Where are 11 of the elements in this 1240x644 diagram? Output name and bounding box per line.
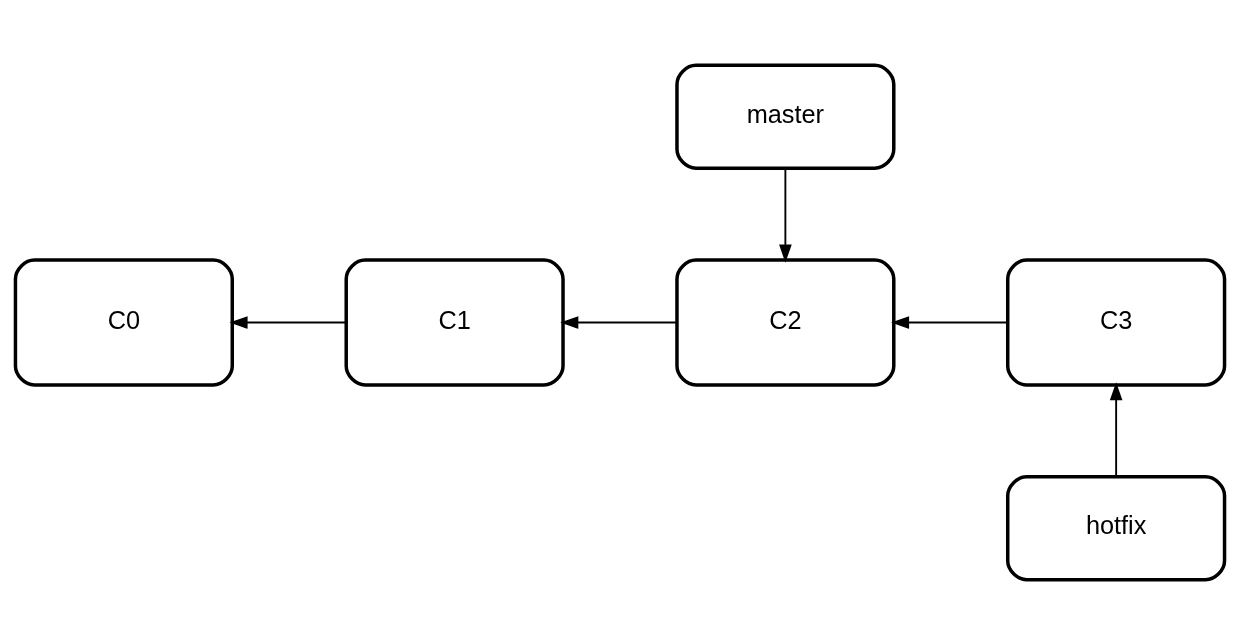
arrow [229,315,347,329]
node-box: C2 [675,257,896,387]
node-box: C3 [1006,257,1227,387]
node-box: master [675,63,896,170]
arrow [891,315,1009,329]
arrow [779,167,792,263]
node-box: C1 [344,257,565,387]
arrow [1109,381,1123,477]
node-box: C0 [13,257,234,387]
arrow [560,315,678,329]
node-box: hotfix [1006,474,1227,581]
